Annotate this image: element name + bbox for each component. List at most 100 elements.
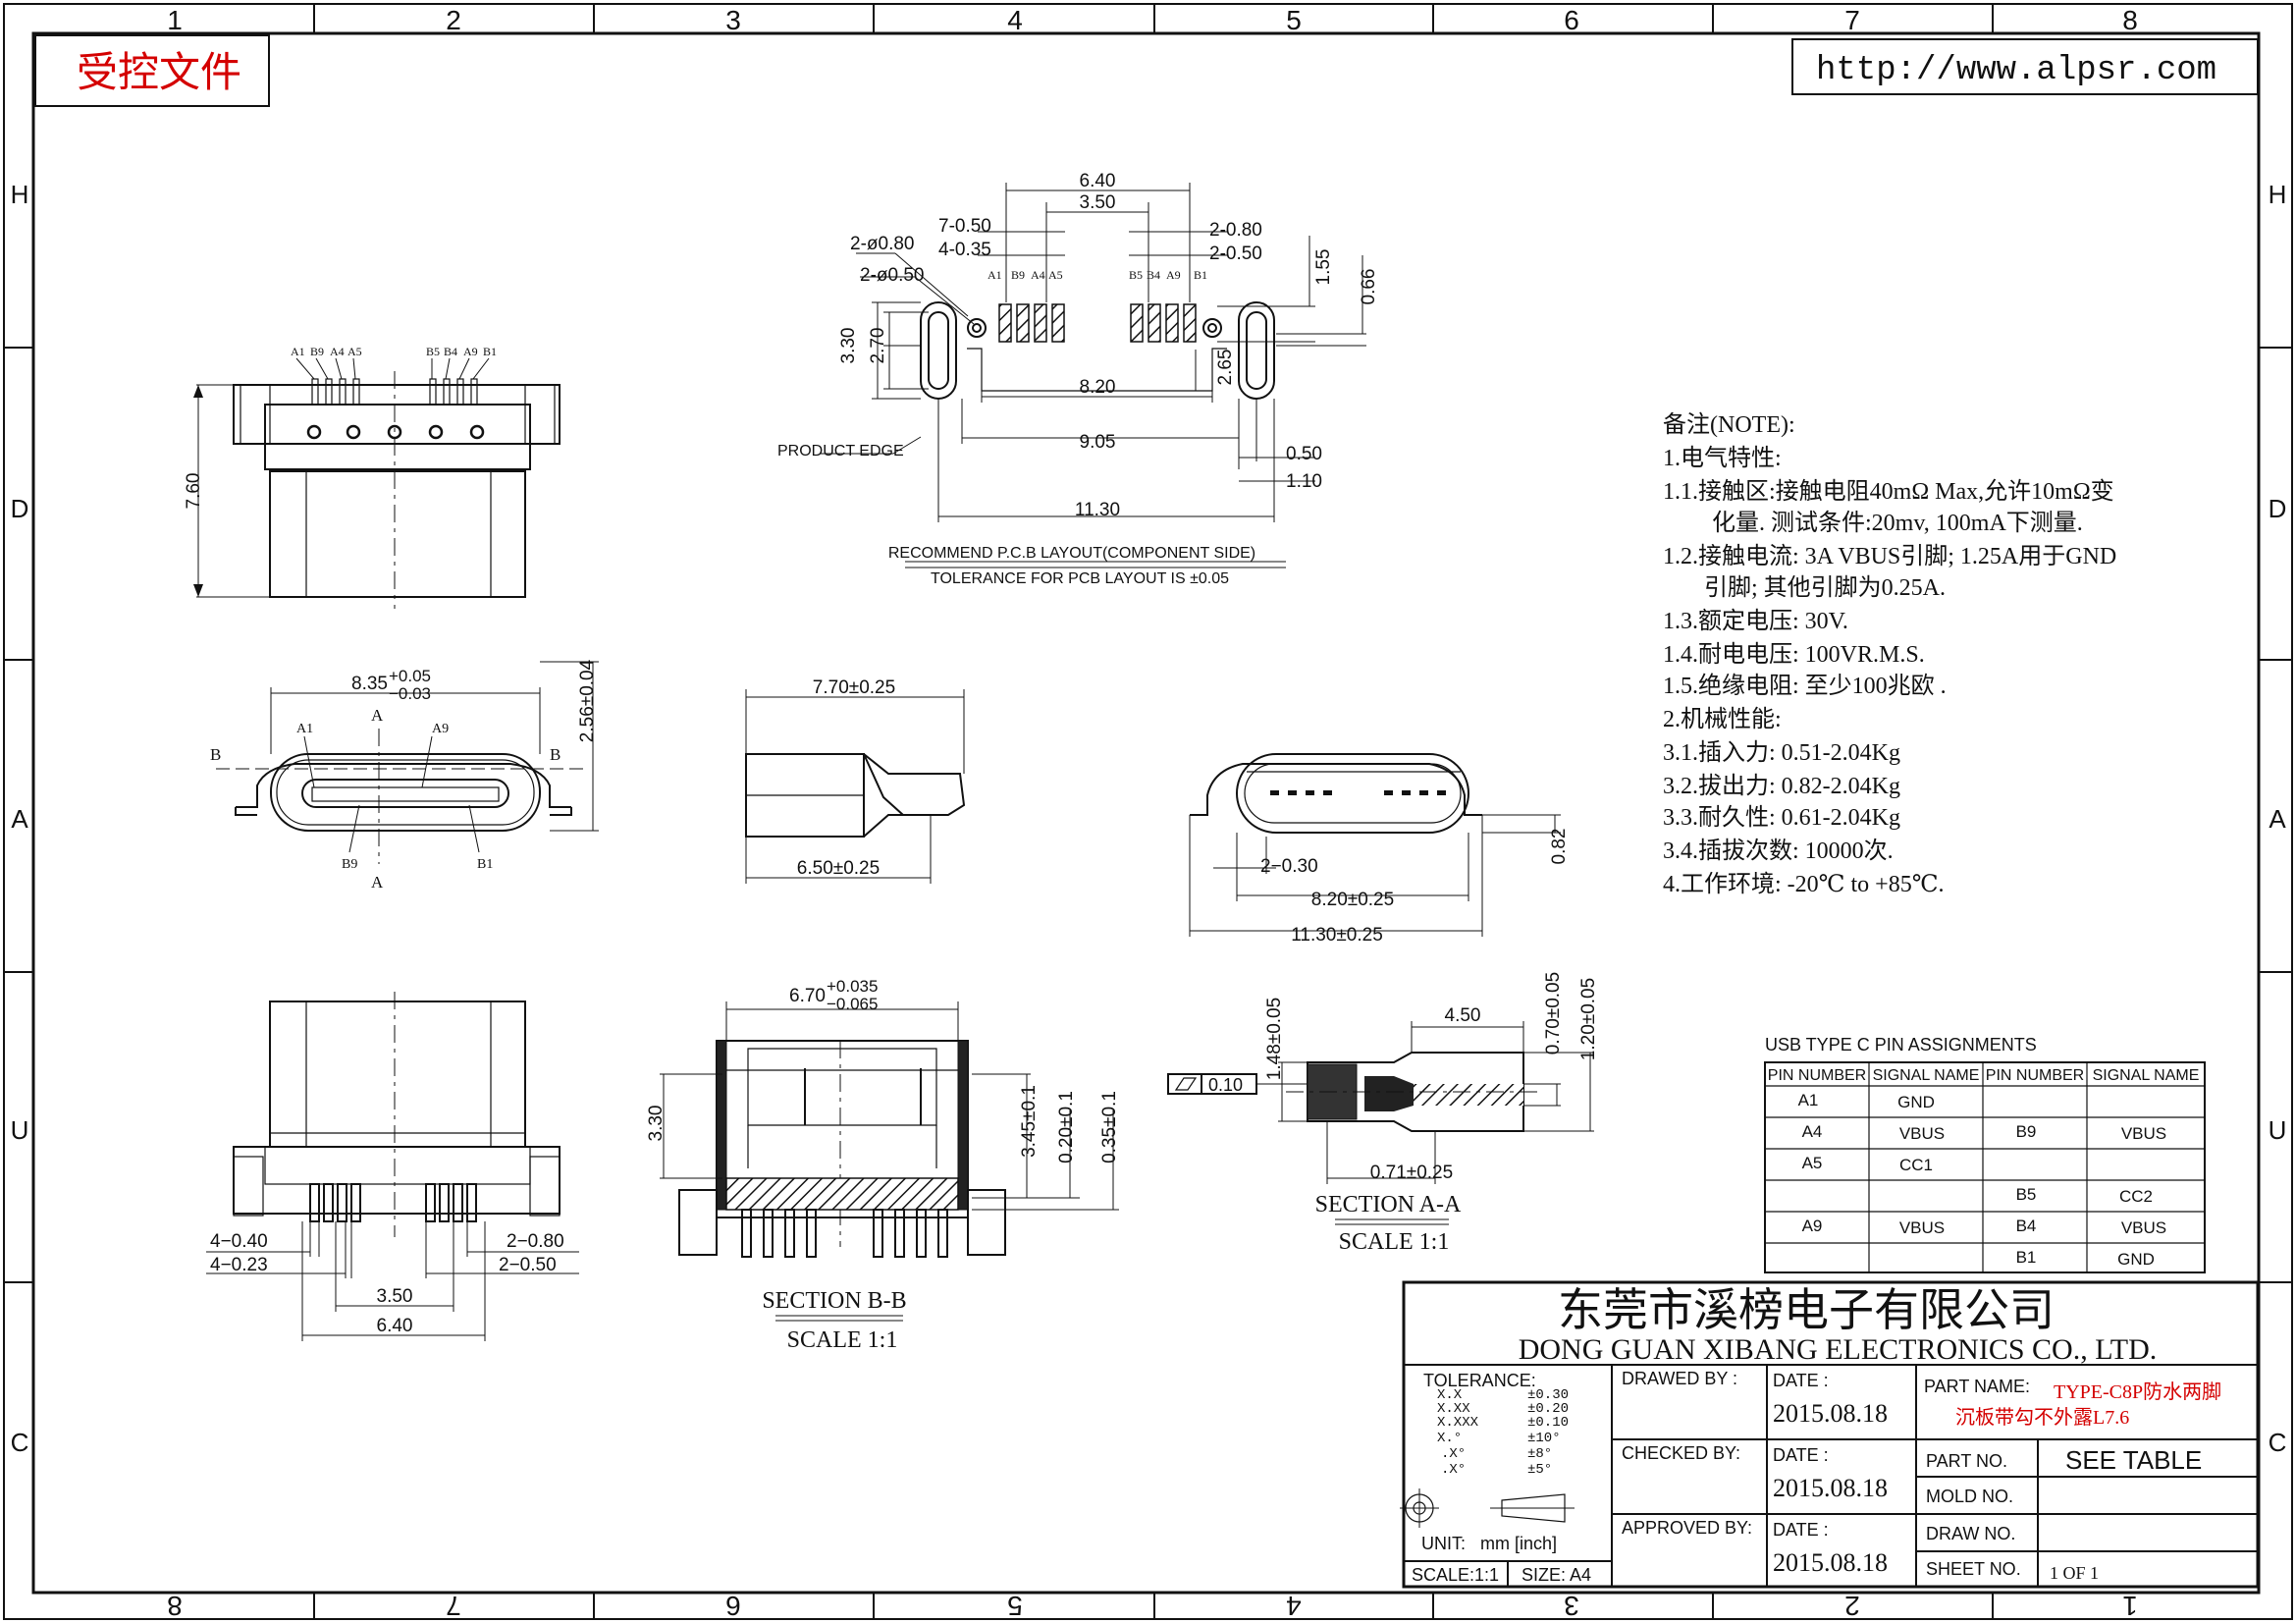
dim-2x0-50-right: 2-0.50 <box>1209 243 1262 264</box>
table-cell: B9 <box>2016 1122 2037 1141</box>
part-name-label: PART NAME: <box>1924 1377 2030 1396</box>
row-label: U <box>11 1115 29 1145</box>
checked-date: 2015.08.18 <box>1773 1474 1888 1502</box>
pin-label: A9 <box>1166 268 1181 282</box>
dim-4x0-23: 4−0.23 <box>210 1255 268 1275</box>
note-line: 1.4.耐电电压: 100VR.M.S. <box>1663 641 1925 668</box>
dim-6-70-minus: −0.065 <box>827 995 878 1013</box>
tol-key: .X° <box>1441 1462 1466 1478</box>
note-line: 1.2.接触电流: 3A VBUS引脚; 1.25A用于GND <box>1663 543 2116 569</box>
approved-by-label: APPROVED BY: <box>1622 1518 1752 1538</box>
tol-value: ±5° <box>1527 1462 1552 1478</box>
col-label: 1 <box>167 5 183 35</box>
sheet-frame <box>3 3 2293 1620</box>
dim-6-40: 6.40 <box>377 1316 413 1336</box>
section-mark-a-top: A <box>371 706 384 725</box>
dim-4-50: 4.50 <box>1445 1005 1481 1026</box>
pin-label: A4 <box>1031 268 1045 282</box>
pin-label: A1 <box>988 268 1002 282</box>
section-bb-scale: SCALE 1:1 <box>787 1327 898 1353</box>
row-label: H <box>11 180 29 209</box>
col-label: 2 <box>446 5 461 35</box>
section-aa-title: SECTION A-A <box>1315 1192 1462 1217</box>
pin-label: B4 <box>1147 268 1160 282</box>
pin-label: B9 <box>1011 268 1025 282</box>
pin-label: B4 <box>444 345 457 358</box>
controlled-stamp-text: 受控文件 <box>77 50 241 96</box>
dim-2x0-30: 2−0.30 <box>1260 856 1318 877</box>
dim-0-66: 0.66 <box>1359 269 1379 305</box>
title-block: 东莞市溪榜电子有限公司 DONG GUAN XIBANG ELECTRONICS… <box>1400 1280 2260 1589</box>
tol-key: X.° <box>1437 1431 1462 1446</box>
pin-label: A1 <box>291 345 305 358</box>
table-header: SIGNAL NAME <box>2093 1067 2200 1084</box>
unit-label: UNIT: <box>1421 1534 1466 1553</box>
col-label: 5 <box>1007 1591 1023 1621</box>
col-label: 4 <box>1286 1591 1302 1621</box>
row-label: D <box>2269 494 2287 523</box>
row-label: H <box>2269 180 2287 209</box>
dim-2-65: 2.65 <box>1215 350 1236 386</box>
note-line: 1.5.绝缘电阻: 至少100兆欧 . <box>1663 673 1947 699</box>
controlled-document-stamp: 受控文件 <box>34 34 270 107</box>
section-a-a: 0.10 4.50 1.48±0.05 0.70±0.05 1.20±0.05 … <box>1167 972 1599 1255</box>
note-line: 1.3.额定电压: 30V. <box>1663 608 1848 634</box>
tol-value: ±8° <box>1527 1446 1552 1462</box>
col-label: 2 <box>1844 1591 1860 1621</box>
table-cell: B1 <box>2016 1248 2037 1267</box>
scale-label: SCALE:1:1 <box>1412 1565 1499 1585</box>
frame-column-labels: 1 2 3 4 5 6 7 8 8 7 6 5 4 3 2 1 H D A U … <box>11 5 2287 1621</box>
dim-0-50: 0.50 <box>1286 444 1322 464</box>
table-header: PIN NUMBER <box>1768 1067 1866 1084</box>
dim-2-56: 2.56±0.04 <box>577 659 598 742</box>
approved-date: 2015.08.18 <box>1773 1548 1888 1577</box>
dim-2phi0-80: 2-ø0.80 <box>850 234 914 254</box>
table-header: SIGNAL NAME <box>1873 1067 1980 1084</box>
pcb-layout-title: RECOMMEND P.C.B LAYOUT(COMPONENT SIDE) <box>888 545 1255 562</box>
dim-0-71: 0.71±0.25 <box>1370 1163 1453 1183</box>
pin-assignment-table: USB TYPE C PIN ASSIGNMENTS PIN NUMBER SI… <box>1764 1035 2206 1273</box>
company-name-cn: 东莞市溪榜电子有限公司 <box>1558 1285 2055 1335</box>
size-label: SIZE: A4 <box>1522 1565 1591 1585</box>
row-label: C <box>11 1428 29 1457</box>
table-cell: A1 <box>1798 1091 1819 1109</box>
pin-label: A5 <box>347 345 362 358</box>
section-b-b: 6.70 +0.035 −0.065 3.30 3.45±0.1 0.20±0.… <box>646 977 1120 1353</box>
row-label: D <box>11 494 29 523</box>
note-line: 3.2.拔出力: 0.82-2.04Kg <box>1663 773 1900 799</box>
pin-label: B5 <box>426 345 440 358</box>
pin-label: B1 <box>483 345 497 358</box>
dim-7-60: 7.60 <box>184 473 204 510</box>
dim-1-20: 1.20±0.05 <box>1578 978 1599 1060</box>
dim-3-50: 3.50 <box>1080 192 1116 213</box>
pin-label: A9 <box>463 345 478 358</box>
pin-label: B5 <box>1129 268 1143 282</box>
end-view: 2−0.30 0.82 8.20±0.25 11.30±0.25 <box>1189 753 1570 946</box>
dim-8-35-minus: −0.03 <box>389 684 431 703</box>
unit-value: mm [inch] <box>1480 1534 1557 1553</box>
dim-0-70: 0.70±0.05 <box>1543 972 1564 1055</box>
tol-value: ±10° <box>1527 1431 1561 1446</box>
drawed-date: 2015.08.18 <box>1773 1399 1888 1428</box>
col-label: 3 <box>1564 1591 1579 1621</box>
section-mark-b-right: B <box>550 745 561 764</box>
part-name-line2: 沉板带勾不外露L7.6 <box>1955 1406 2129 1429</box>
col-label: 3 <box>725 5 741 35</box>
tol-key: X.X <box>1437 1387 1463 1403</box>
dim-2x0-50: 2−0.50 <box>499 1255 557 1275</box>
dim-1-10: 1.10 <box>1286 471 1322 492</box>
pcb-tolerance-note: TOLERANCE FOR PCB LAYOUT IS ±0.05 <box>931 570 1229 587</box>
note-line: 2.机械性能: <box>1663 706 1782 732</box>
pin-label-a9: A9 <box>432 722 449 736</box>
tol-value: ±0.10 <box>1527 1415 1569 1431</box>
dim-4x0-35: 4-0.35 <box>938 240 991 260</box>
note-line: 3.1.插入力: 0.51-2.04Kg <box>1663 739 1900 766</box>
table-cell: GND <box>2117 1250 2155 1269</box>
table-cell: A5 <box>1802 1154 1823 1172</box>
row-label: U <box>2269 1115 2287 1145</box>
bottom-view: 4−0.40 4−0.23 2−0.80 2−0.50 3.50 6.40 <box>206 992 579 1341</box>
table-cell: VBUS <box>1899 1124 1945 1143</box>
dim-11-30: 11.30±0.25 <box>1291 925 1383 946</box>
dim-8-20: 8.20 <box>1080 377 1116 398</box>
section-aa-scale: SCALE 1:1 <box>1339 1229 1450 1255</box>
